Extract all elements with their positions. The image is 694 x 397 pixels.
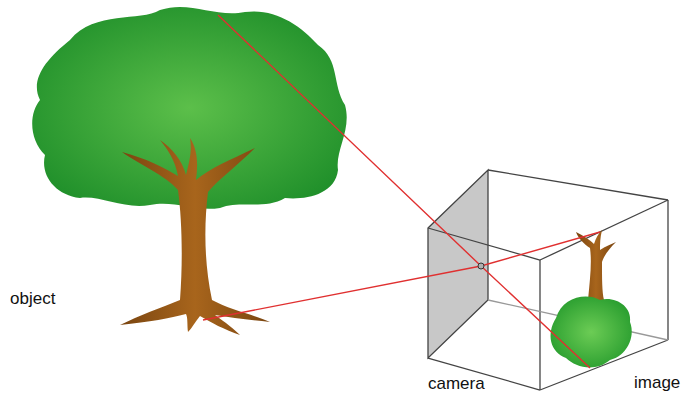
image-crown [551,297,632,368]
tree-trunk [120,138,270,335]
pinhole [478,263,484,269]
light-ray [203,15,600,368]
image-trunk [576,230,616,300]
camera-label: camera [428,374,485,394]
image-label: image [634,373,680,393]
camera-box [428,170,668,390]
object-label: object [10,289,55,309]
